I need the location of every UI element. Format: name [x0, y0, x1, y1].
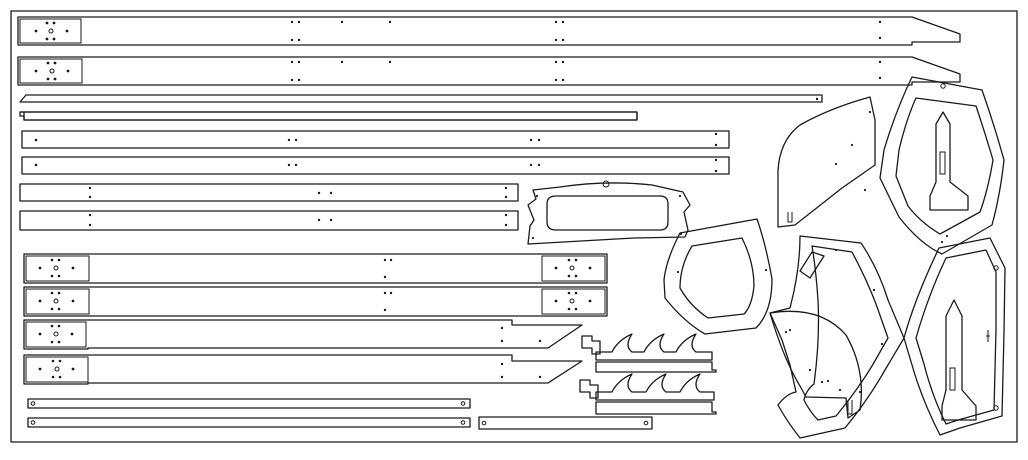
- arched-frame: [527, 180, 691, 245]
- drilled-bar-4: [19, 210, 519, 231]
- end-plate-bar-1: [23, 253, 608, 284]
- bottom-strip-2: [27, 417, 471, 428]
- long-rail-1: [17, 16, 961, 46]
- side-wing-panel: [903, 237, 1006, 436]
- plain-strip-2: [19, 111, 638, 121]
- comb-bracket-2: [579, 373, 717, 415]
- curved-panel-top: [777, 96, 876, 228]
- long-rail-2: [17, 56, 961, 86]
- end-plate-bar-2: [23, 286, 608, 317]
- drilled-bar-3: [19, 183, 519, 202]
- tapered-arm-1: [23, 319, 583, 350]
- sheet-border: [10, 10, 1018, 443]
- tapered-arm-2: [23, 354, 583, 385]
- bottom-strip-3: [478, 416, 653, 430]
- frame-hexagon-panel: [879, 76, 1005, 255]
- comb-bracket-1: [581, 333, 717, 373]
- curved-panel-bottom: [769, 310, 863, 419]
- hexagon-frame-left: [663, 218, 773, 335]
- drilled-bar-1: [21, 130, 730, 149]
- side-wing-panel-center: [769, 235, 905, 439]
- drilled-bar-2: [21, 156, 730, 175]
- bottom-strip-1: [27, 398, 471, 409]
- plain-strip-1: [19, 94, 823, 103]
